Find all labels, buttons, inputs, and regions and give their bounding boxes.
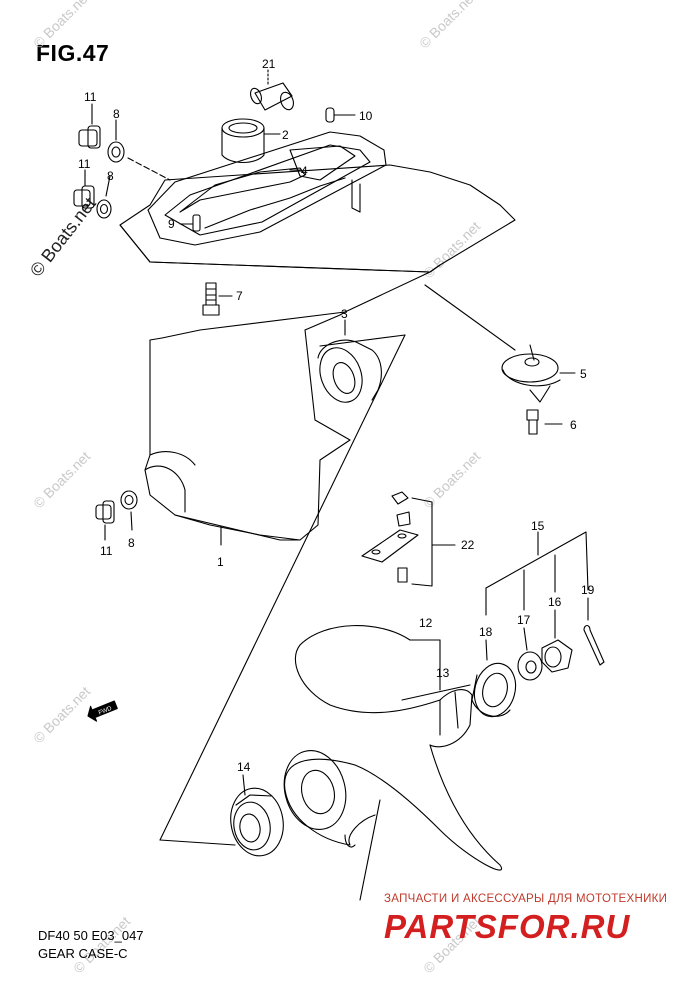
callout-15: 15 [531,519,545,533]
advert-line: ЗАПЧАСТИ И АКСЕССУАРЫ ДЛЯ МОТОТЕХНИКИ [384,893,668,905]
washer-8a [107,119,125,163]
diagram-code: DF40 50 E03_047 [38,928,144,943]
callout-16: 16 [548,595,562,609]
washer-17 [517,627,543,681]
callout-14: 14 [237,760,251,774]
plug-11b [73,169,95,209]
callout-12: 12 [419,616,433,630]
bearing-2 [221,118,281,164]
callout-13: 13 [436,666,450,680]
washer-8c [120,490,138,531]
callout-1: 1 [217,555,224,569]
cotter-pin-19 [583,597,605,666]
callout-6: 6 [570,418,577,432]
callout-19: 19 [581,583,595,597]
callout-5: 5 [580,367,587,381]
callout-11: 11 [100,544,113,558]
trim-tab-5 [424,284,576,403]
callout-8: 8 [107,169,114,183]
spacer-18 [471,639,517,718]
bracket-15 [485,531,589,616]
bearing-3 [317,319,382,403]
callout-11: 11 [84,90,97,104]
plug-11c [95,500,115,541]
dowel-10 [325,107,356,123]
drain-plug-11a [78,103,101,149]
pin-9 [179,214,201,232]
callout-18: 18 [479,625,493,639]
diagram-caption: GEAR CASE-C [38,946,128,961]
callout-8: 8 [113,107,120,121]
callout-9: 9 [168,217,175,231]
fwd-arrow-icon: FWD [87,700,118,722]
bushing-21 [250,69,294,111]
callout-2: 2 [282,128,289,142]
callout-11: 11 [78,157,91,171]
callout-7: 7 [236,289,243,303]
callout-21: 21 [262,57,276,71]
propeller-12 [283,625,503,871]
fastener-set-22 [361,491,456,587]
callout-22: 22 [461,538,475,552]
dash-line [127,157,171,181]
callout-10: 10 [359,109,373,123]
callout-labels: 21 2 10 11 8 11 8 4 9 7 3 5 6 1 11 8 22 … [78,57,595,774]
advert-brand-logo: PARTSFOR.RU [384,908,631,945]
washer-8b [96,175,112,219]
bolt-6 [526,409,563,435]
callout-8: 8 [128,536,135,550]
callout-3: 3 [341,307,348,321]
nut-16 [541,609,573,673]
bearing-14 [230,774,284,857]
gear-case-1 [119,131,516,901]
callout-4: 4 [301,164,308,178]
svg-text:FWD: FWD [98,706,114,717]
figure-title: FIG.47 [36,40,110,66]
bolt-7 [202,282,233,316]
callout-17: 17 [517,613,531,627]
